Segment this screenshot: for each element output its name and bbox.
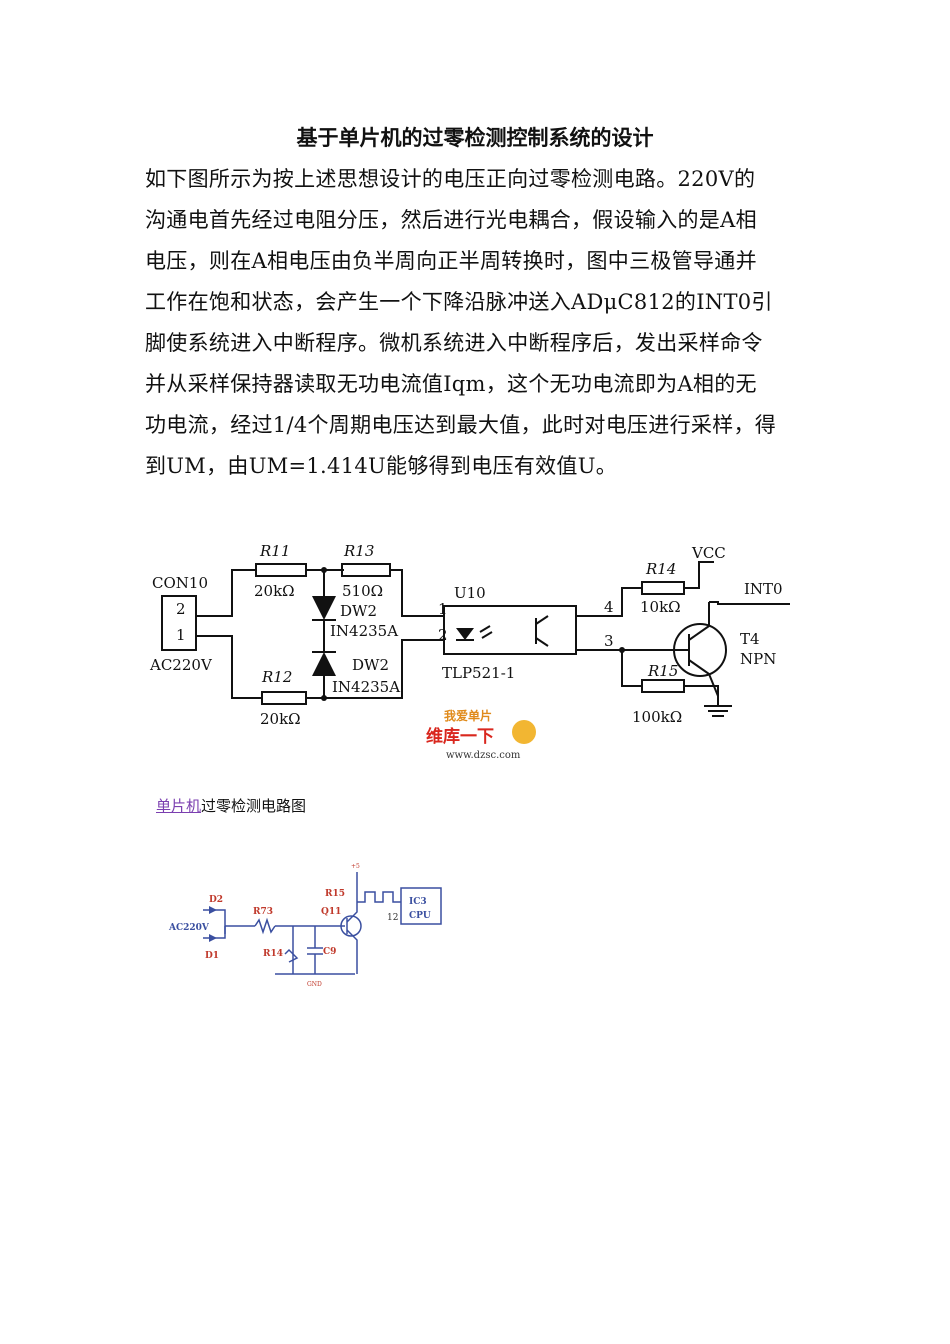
label-tlp521: TLP521-1 (442, 664, 515, 682)
label-r11-value: 20kΩ (254, 582, 295, 600)
label-r11: R11 (259, 542, 290, 560)
label-npn: NPN (740, 650, 776, 668)
label-dw2-bottom: DW2 (352, 656, 389, 674)
label-con10: CON10 (152, 574, 208, 592)
paragraph-line: 沟通电首先经过电阻分压，然后进行光电耦合，假设输入的是A相 (145, 208, 757, 232)
label-plus5: +5 (351, 863, 360, 870)
label-r15: R15 (647, 662, 678, 680)
label-r13: R13 (343, 542, 374, 560)
caption-text: 过零检测电路图 (201, 797, 307, 815)
watermark-logo: 我爱单片 维库一下 www.dzsc.com (426, 708, 536, 761)
paragraph-line: 电压，则在A相电压由负半周向正半周转换时，图中三极管导通并 (145, 249, 757, 273)
label-pin-4: 4 (604, 598, 614, 616)
paragraph-line: 脚使系统进入中断程序。微机系统进入中断程序后，发出采样命令 (145, 331, 763, 355)
optocoupler-box (443, 605, 577, 655)
diode-d2-icon (209, 906, 217, 914)
label-ic3: IC3 (409, 897, 427, 907)
body-paragraph: 如下图所示为按上述思想设计的电压正向过零检测电路。220V的 沟通电首先经过电阻… (145, 159, 810, 487)
zero-cross-circuit-diagram: CON10 2 1 AC220V R11 20kΩ R12 20kΩ R13 5… (144, 536, 798, 761)
mascot-icon (512, 720, 536, 744)
label-d1: D1 (205, 951, 219, 961)
label-ac220v-small: AC220V (168, 923, 210, 933)
label-r73: R73 (253, 907, 273, 917)
label-t4: T4 (740, 630, 760, 648)
label-pin-3: 3 (604, 632, 614, 650)
paragraph-line: 功电流，经过1/4个周期电压达到最大值，此时对电压进行采样，得 (145, 413, 777, 437)
label-r15-value: 100kΩ (632, 708, 682, 726)
label-r14: R14 (645, 560, 676, 578)
label-u10: U10 (454, 584, 486, 602)
document-title: 基于单片机的过零检测控制系统的设计 (296, 126, 654, 150)
label-r12: R12 (261, 668, 292, 686)
figure-caption: 单片机过零检测电路图 (156, 795, 306, 816)
resistor-r12 (261, 691, 307, 705)
label-r15-small: R15 (325, 889, 345, 899)
watermark-text-2: 维库一下 (426, 726, 494, 747)
label-r14-small: R14 (263, 949, 283, 959)
small-circuit-diagram: D2 D1 AC220V R73 R14 C9 R15 Q11 IC3 CPU … (168, 863, 442, 988)
resistor-r11 (255, 563, 307, 577)
zener-diode-bottom (312, 652, 336, 676)
label-in4235a-top: IN4235A (330, 622, 398, 640)
label-gnd: GND (307, 981, 322, 988)
label-pin-2: 2 (438, 626, 448, 644)
label-ac220v: AC220V (149, 656, 213, 674)
label-pin-1: 1 (438, 600, 448, 618)
paragraph-line: 到UM，由UM=1.414U能够得到电压有效值U。 (145, 454, 618, 478)
label-r14-value: 10kΩ (640, 598, 681, 616)
resistor-r14 (641, 581, 685, 595)
paragraph-line: 如下图所示为按上述思想设计的电压正向过零检测电路。220V的 (145, 167, 756, 191)
resistor-r13 (341, 563, 391, 577)
label-dw2-top: DW2 (340, 602, 377, 620)
connector-box (161, 595, 197, 651)
diode-d1-icon (209, 934, 217, 942)
label-vcc: VCC (691, 544, 726, 562)
watermark-text-3: www.dzsc.com (446, 750, 521, 761)
label-c9: C9 (323, 947, 336, 957)
paragraph-line: 并从采样保持器读取无功电流值Iqm，这个无功电流即为A相的无 (145, 372, 757, 396)
caption-link[interactable]: 单片机 (156, 797, 202, 815)
label-int0: INT0 (744, 580, 783, 598)
label-cpu: CPU (409, 911, 431, 921)
label-pin1: 1 (176, 626, 186, 644)
zener-diode-top (312, 596, 336, 620)
paragraph-line: 工作在饱和状态，会产生一个下降沿脉冲送入ADμC812的INT0引 (145, 290, 773, 314)
watermark-text-1: 我爱单片 (444, 708, 492, 723)
label-r13-value: 510Ω (342, 582, 383, 600)
label-in4235a-bottom: IN4235A (332, 678, 400, 696)
label-r12-value: 20kΩ (260, 710, 301, 728)
label-q11: Q11 (321, 907, 341, 917)
led-icon (456, 628, 474, 640)
label-pin2: 2 (176, 600, 186, 618)
label-pin12: 12 (387, 913, 398, 923)
label-d2: D2 (209, 895, 223, 905)
resistor-r15 (641, 679, 685, 693)
